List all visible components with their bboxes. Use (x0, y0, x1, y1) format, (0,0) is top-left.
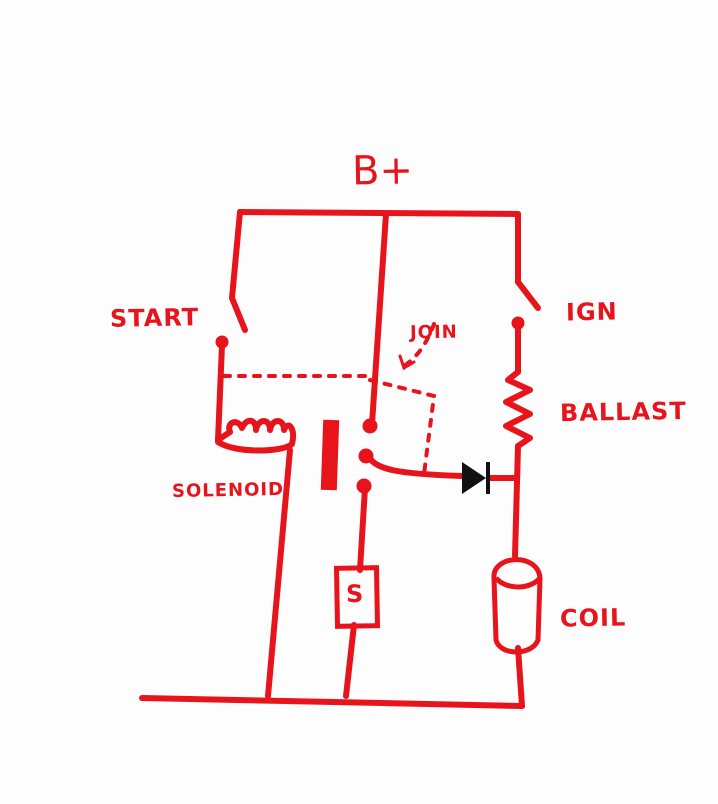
start-contact (215, 335, 229, 349)
ballast-resistor (503, 369, 533, 449)
relay-contact-middle (358, 448, 374, 464)
diode-icon (462, 462, 490, 494)
starter-ground-wire (343, 622, 357, 699)
join-link-dotted-right (368, 378, 437, 476)
ignition-coil-body (491, 557, 543, 655)
start-feed-wire (229, 209, 243, 301)
relay-feed-wire (369, 211, 389, 427)
ground-bus (139, 695, 525, 709)
relay-core (320, 419, 340, 491)
ign-contact (511, 316, 525, 330)
start-to-solenoid-wire (215, 342, 225, 443)
solenoid-label: SOLENOID (171, 479, 285, 502)
supply-bus (237, 209, 521, 217)
ign-switch-blade (515, 279, 541, 311)
starter-motor-box (333, 565, 381, 629)
start-label: START (109, 303, 200, 333)
ballast-label: BALLAST (559, 396, 687, 428)
relay-contact-bottom (356, 478, 372, 494)
coil-label: COIL (559, 603, 627, 633)
starter-label: S (345, 579, 365, 609)
join-pointer (402, 322, 436, 368)
join-label: JOIN (409, 321, 458, 344)
supply-label: B+ (351, 147, 414, 195)
solenoid-ground-wire (265, 447, 293, 699)
ignition-coil-cap (494, 576, 542, 590)
ign-label: IGN (565, 297, 618, 327)
relay-to-diode-wire (365, 451, 465, 479)
relay-to-starter-wire (357, 485, 368, 573)
relay-contact-top (362, 418, 378, 434)
start-switch-blade (229, 295, 248, 333)
solenoid-coil (215, 417, 296, 454)
join-pointer-arrowhead (398, 354, 416, 371)
ballast-to-coil-wire (512, 443, 521, 559)
coil-ground-wire (515, 645, 525, 709)
